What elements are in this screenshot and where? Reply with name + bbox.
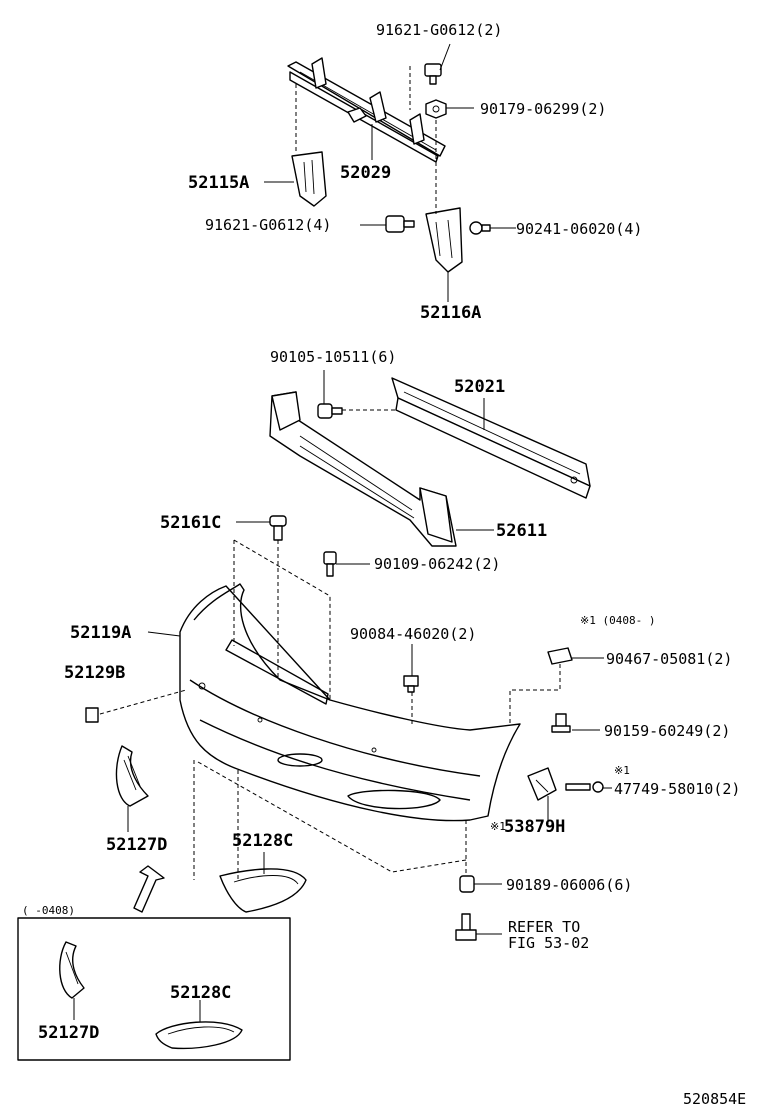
inset-label-52127D: 52127D [38,1023,99,1043]
nut-top-icon [425,99,447,119]
clip-mid-icon [403,675,419,693]
screw-side-icon [565,781,604,793]
screw-bottom-icon [455,913,477,941]
label-52115A: 52115A [188,173,249,193]
label-52129B: 52129B [64,663,125,683]
bolt-reinf-icon [317,403,343,419]
label-52161C: 52161C [160,513,221,533]
label-90084-46020: 90084-46020(2) [350,625,476,643]
note-range-0408: ※1 (0408- ) [580,614,655,627]
inset-label-52128C: 52128C [170,983,231,1003]
bolt-cover-icon [323,551,337,577]
label-52127D: 52127D [106,835,167,855]
energy-absorber-52611 [269,391,457,547]
bolt-side-icon [551,713,571,733]
label-52029: 52029 [340,163,391,183]
bolt-top-icon [424,63,442,85]
label-91621-G0612-mid: 91621-G0612(4) [205,216,331,234]
figure-id: 520854E [683,1090,746,1108]
reinforcement-52021 [391,377,591,499]
clip-bottom-icon [459,875,475,893]
nut-clip-icon [547,647,573,665]
bracket-right-52116A [425,207,463,273]
bracket-side-53879H [527,767,557,801]
grille-right-52128C [219,868,307,913]
label-53879H: 53879H [504,817,565,837]
note-mark-bracket: ※1 [490,820,506,833]
label-52119A: 52119A [70,623,131,643]
inset-range-label: ( -0408) [22,904,75,917]
inset-box [17,917,291,1061]
inset-grille-left [59,941,85,999]
label-90189-06006: 90189-06006(6) [506,876,632,894]
label-90105-10511: 90105-10511(6) [270,348,396,366]
label-refer-fig: FIG 53-02 [508,934,589,952]
grille-left-52127D [115,745,149,807]
bolt-mid-icon [385,215,415,233]
label-90179-06299: 90179-06299(2) [480,100,606,118]
label-52116A: 52116A [420,303,481,323]
note-mark-screw: ※1 [614,764,630,777]
label-47749-58010: 47749-58010(2) [614,780,740,798]
label-52611: 52611 [496,521,547,541]
bracket-left-52115A [291,151,327,207]
arrow-icon [133,865,165,913]
label-90467-05081: 90467-05081(2) [606,650,732,668]
label-refer-to: REFER TO [508,918,580,936]
label-90241-06020: 90241-06020(4) [516,220,642,238]
clip-top-icon [269,515,287,541]
label-52021: 52021 [454,377,505,397]
label-90159-60249: 90159-60249(2) [604,722,730,740]
inset-grille-right [155,1021,243,1050]
label-52128C: 52128C [232,831,293,851]
bumper-cover-52119A [179,583,521,822]
plug-icon [85,707,99,723]
label-91621-G0612-top: 91621-G0612(2) [376,21,502,39]
bumper-support-52029 [287,57,446,163]
screw-mid-icon [469,221,491,235]
label-90109-06242: 90109-06242(2) [374,555,500,573]
